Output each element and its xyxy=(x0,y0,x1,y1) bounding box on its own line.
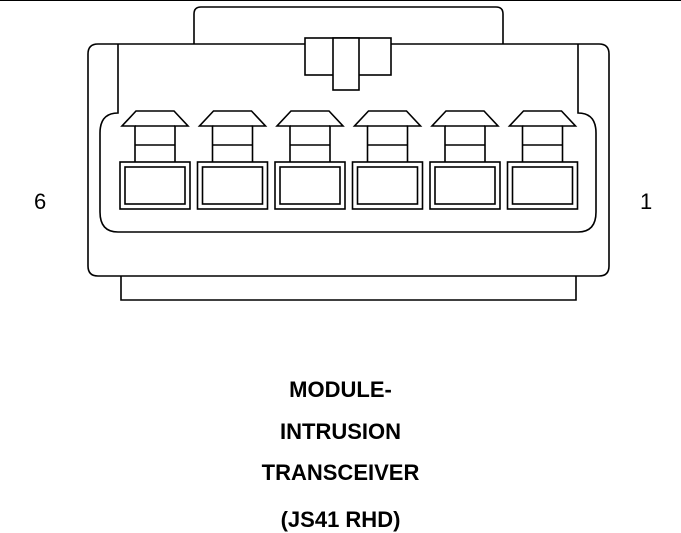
connector-key xyxy=(304,37,392,91)
terminal-cavity-4 xyxy=(274,110,346,210)
terminal-cavity-6 xyxy=(119,110,191,210)
terminal-cavity-3 xyxy=(351,110,424,210)
terminal-cavity-2 xyxy=(429,110,501,210)
title-line-intrusion: INTRUSION xyxy=(280,419,401,444)
title-line-module: MODULE- xyxy=(289,377,392,402)
pin-label-1: 1 xyxy=(640,189,653,214)
variant-label: (JS41 RHD) xyxy=(280,507,401,532)
terminal-cavity-5 xyxy=(196,110,269,210)
top-border-line xyxy=(0,0,681,1)
terminal-cavity-group xyxy=(119,110,579,210)
connector-bottom-skirt xyxy=(120,276,577,301)
connector-face-drawing xyxy=(87,6,610,301)
connector-inner-face xyxy=(99,44,597,233)
pin-label-6: 6 xyxy=(34,189,47,214)
title-line-transceiver: TRANSCEIVER xyxy=(261,460,420,485)
connector-top-tab xyxy=(193,6,504,44)
terminal-cavity-1 xyxy=(506,110,579,210)
connector-outer-body xyxy=(87,43,610,277)
